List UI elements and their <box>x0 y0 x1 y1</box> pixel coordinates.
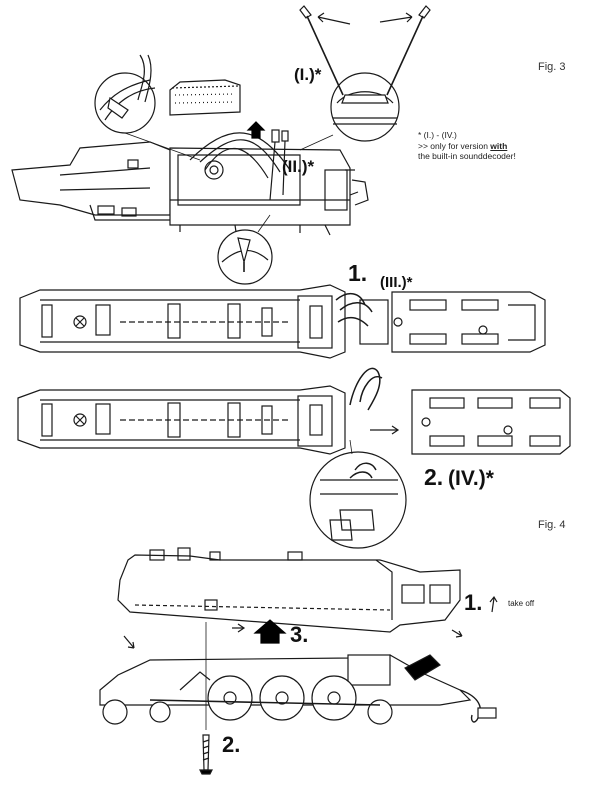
wiring-harness-2 <box>349 367 383 411</box>
footnote-line-1: * (I.) - (IV.) <box>418 130 457 140</box>
step-iv-number: 2. <box>424 464 444 490</box>
step-i-label: (I.)* <box>294 65 322 84</box>
chassis-top-view-2 <box>17 385 346 455</box>
chassis-top-view-1 <box>19 284 389 359</box>
pull-arrow-icon <box>370 425 400 435</box>
step-3-number: 3. <box>290 622 309 647</box>
loco-body-top-view <box>11 132 369 236</box>
detail-magnifier-right <box>299 72 400 151</box>
step-iii-label: (III.)* <box>380 274 413 291</box>
loco-chassis-side-view <box>99 654 497 725</box>
figure-3-label: Fig. 3 <box>538 61 566 73</box>
wiring-harness-1 <box>335 293 373 327</box>
footnote: * (I.) - (IV.) >> only for version with … <box>418 130 516 162</box>
arrow-small-1 <box>123 635 135 649</box>
step-iii-number: 1. <box>348 260 368 286</box>
screwdriver-right-icon <box>386 5 431 96</box>
screw-icon <box>199 622 213 775</box>
detail-magnifier-bottom <box>217 214 273 285</box>
take-off-label: take off <box>508 599 535 608</box>
footnote-line-2-bold: with <box>490 140 508 151</box>
detail-magnifier-iv <box>309 439 407 549</box>
plug-detail <box>269 129 289 201</box>
figure-4-label: Fig. 4 <box>538 519 566 531</box>
up-arrow-icon <box>246 121 266 139</box>
footnote-line-2-prefix: >> only for version <box>418 140 491 151</box>
step-ii-label: (II.)* <box>282 157 315 176</box>
arrow-small-3 <box>451 629 463 638</box>
step-2-number: 2. <box>222 732 241 757</box>
decoder-cover <box>169 79 241 116</box>
detail-magnifier-left <box>94 54 201 161</box>
up-arrow-small-icon <box>489 595 498 613</box>
arrow-left-icon <box>317 12 351 25</box>
screwdriver-left-icon <box>299 5 344 96</box>
arrow-right-icon <box>379 12 413 23</box>
up-arrow-large-icon <box>253 619 287 644</box>
step-iv-label: (IV.)* <box>448 467 494 490</box>
footnote-line-2: >> only for version with <box>418 141 516 152</box>
tender-top-view-1 <box>391 291 546 353</box>
footnote-line-3: the built-in sounddecoder! <box>418 151 516 161</box>
loco-shell-side-view <box>117 547 461 633</box>
arrow-small-2 <box>232 623 246 633</box>
tender-top-view-2 <box>411 389 571 455</box>
step-1-number: 1. <box>464 590 483 615</box>
